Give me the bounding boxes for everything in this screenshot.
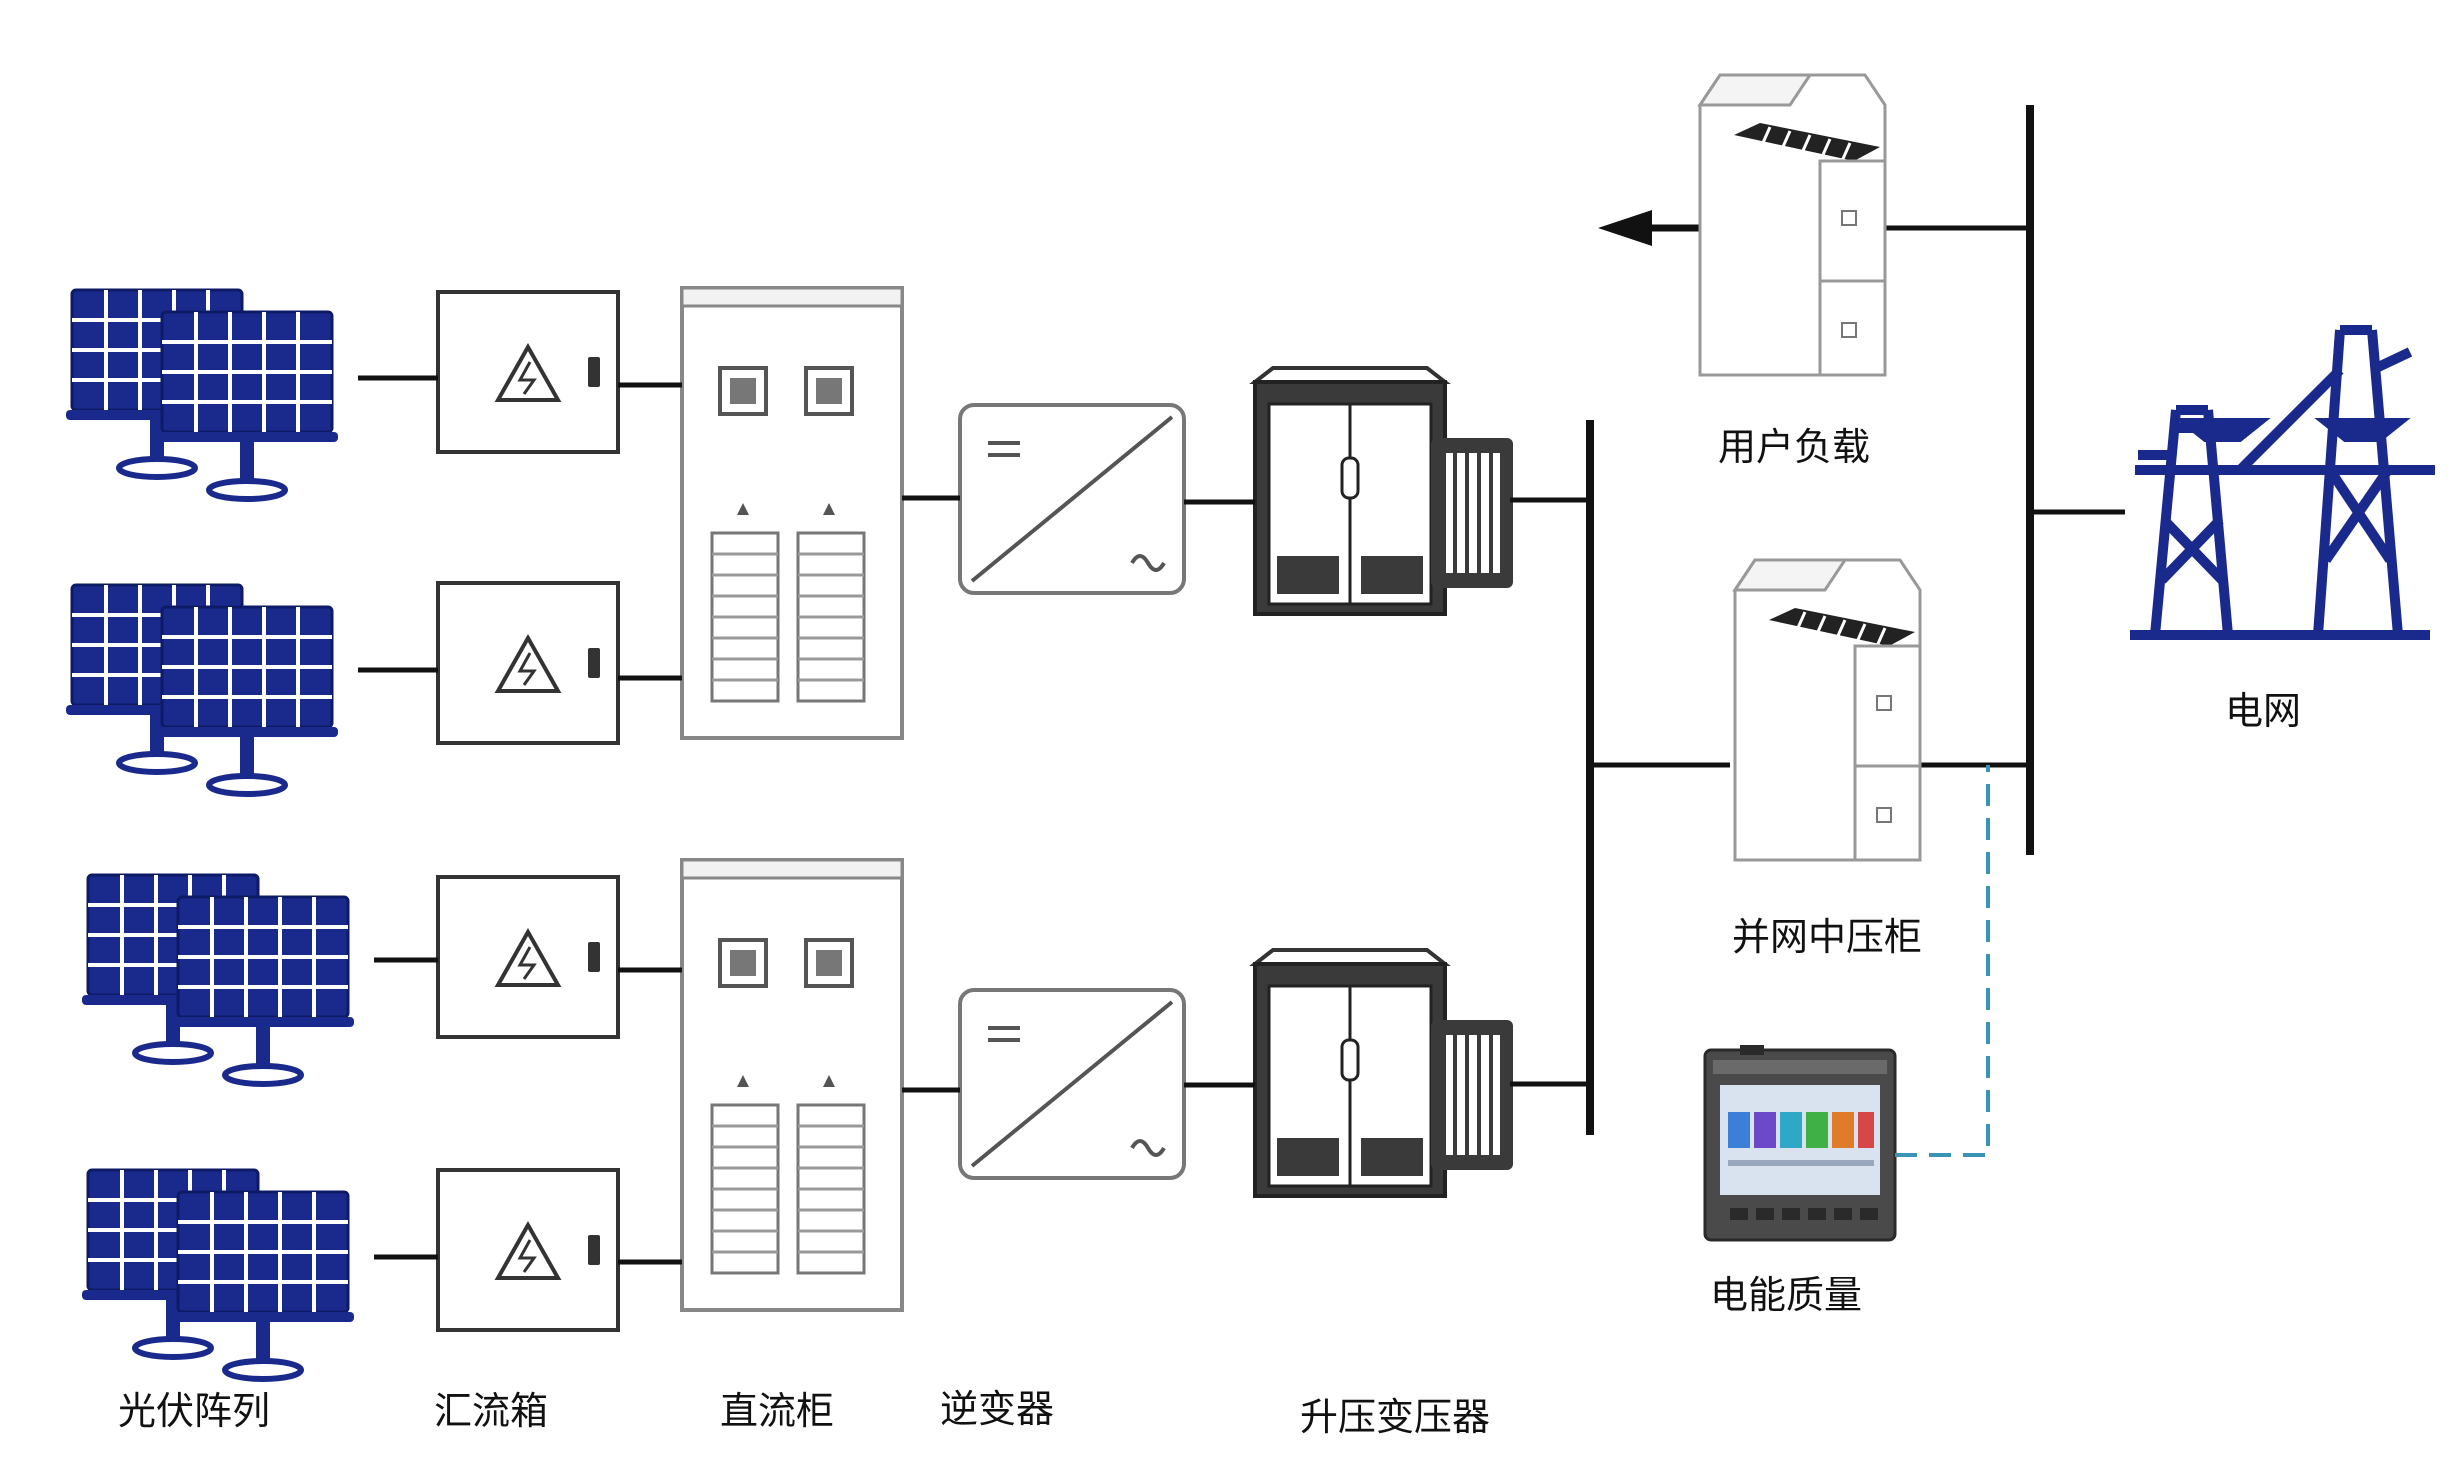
label-inverter: 逆变器 [940, 1387, 1055, 1431]
label-step-up-transformer: 升压变压器 [1300, 1395, 1491, 1439]
label-grid-mv-cabinet: 并网中压柜 [1732, 915, 1923, 959]
combiner-box-1 [436, 290, 620, 454]
label-combiner-box: 汇流箱 [434, 1389, 549, 1433]
transmission-tower-icon [2130, 325, 2435, 640]
combiner-box-2 [436, 581, 620, 745]
label-power-quality: 电能质量 [1710, 1273, 1863, 1317]
arrow-left-icon [1598, 210, 1700, 246]
label-user-load: 用户负载 [1718, 425, 1871, 469]
grid-mv-cabinet [1733, 558, 1922, 862]
solar-panel-array-3 [82, 875, 354, 1084]
combiner-box-4 [436, 1168, 620, 1332]
label-dc-cabinet: 直流柜 [720, 1389, 835, 1433]
solar-panel-array-1 [66, 290, 338, 499]
label-pv-array: 光伏阵列 [118, 1389, 271, 1433]
solar-panel-array-2 [66, 585, 338, 794]
wiring [358, 225, 2125, 1265]
inverter-1 [958, 403, 1186, 595]
solar-panel-array-4 [82, 1170, 354, 1379]
dc-cabinet-1 [680, 286, 904, 740]
dc-cabinet-2 [680, 858, 904, 1312]
combiner-box-3 [436, 875, 620, 1039]
step-up-transformer-1 [1253, 366, 1515, 616]
power-quality-meter [1703, 1045, 1897, 1242]
inverter-2 [958, 988, 1186, 1180]
user-load-cabinet [1698, 73, 1887, 377]
label-grid: 电网 [2225, 689, 2302, 733]
communication-link [1895, 765, 1990, 1157]
step-up-transformer-2 [1253, 948, 1515, 1198]
